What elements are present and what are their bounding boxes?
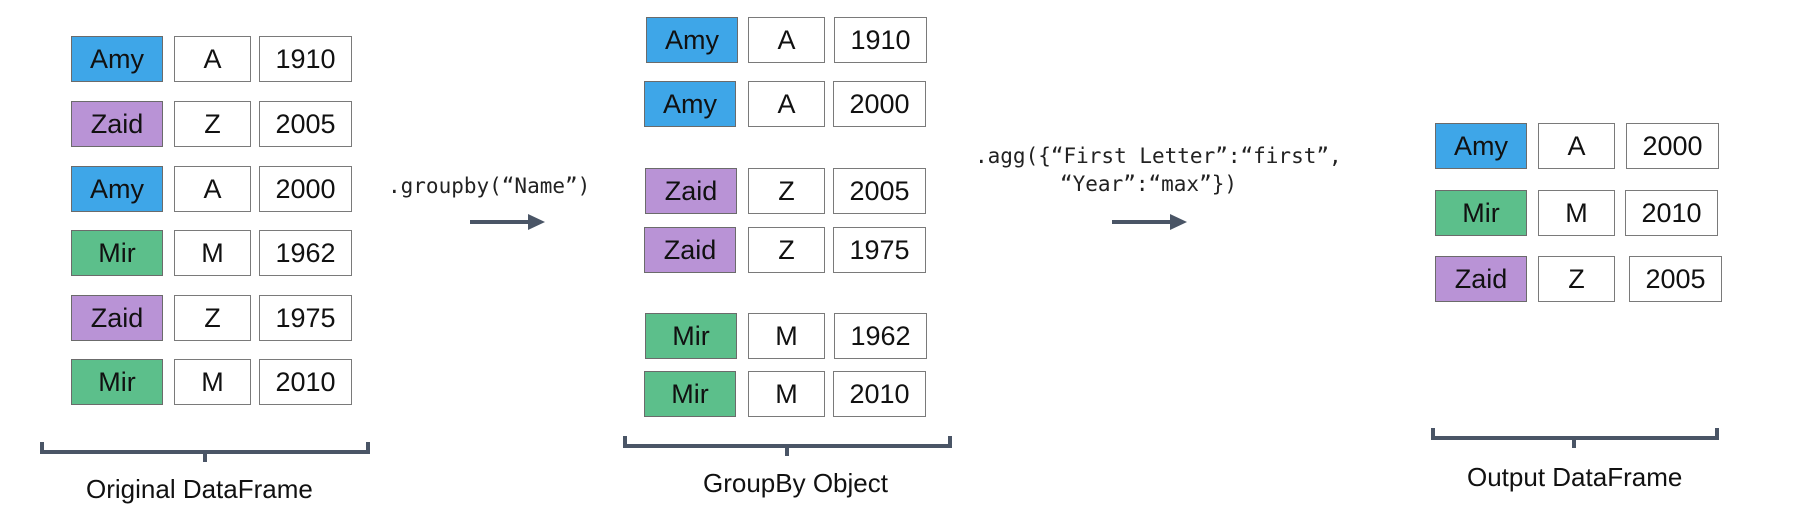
- output-row-3-name-cell: Zaid: [1435, 256, 1527, 302]
- grouped-row-2-name-cell: Amy: [644, 81, 736, 127]
- grouped-row-5-name-cell: Mir: [645, 313, 737, 359]
- original-row-4-name-cell: Mir: [71, 230, 163, 276]
- original-row-1-letter-cell: A: [174, 36, 251, 82]
- groupby-label: GroupBy Object: [703, 468, 888, 498]
- agg-code-line2: “Year”:“max”}): [1060, 172, 1238, 196]
- original-row-4-year-cell: 1962: [259, 230, 352, 276]
- arrow-agg: [1112, 214, 1187, 230]
- output-row-1-name-cell: Amy: [1435, 123, 1527, 169]
- output-row-3-letter-cell: Z: [1538, 256, 1615, 302]
- original-row-1-year-cell: 1910: [259, 36, 352, 82]
- arrow-groupby: [470, 214, 545, 230]
- original-row-6-name-cell: Mir: [71, 359, 163, 405]
- bracket-original: [40, 442, 370, 462]
- original-row-6-year-cell: 2010: [259, 359, 352, 405]
- output-row-2-name-cell: Mir: [1435, 190, 1527, 236]
- grouped-row-6-name-cell: Mir: [644, 371, 736, 417]
- original-row-3-name-cell: Amy: [71, 166, 163, 212]
- grouped-row-5-letter-cell: M: [748, 313, 825, 359]
- original-row-5-name-cell: Zaid: [71, 295, 163, 341]
- grouped-row-1-name-cell: Amy: [646, 17, 738, 63]
- bracket-groupby: [623, 436, 952, 456]
- groupby-code: .groupby(“Name”): [388, 174, 591, 198]
- grouped-row-3-letter-cell: Z: [748, 168, 825, 214]
- grouped-row-6-year-cell: 2010: [833, 371, 926, 417]
- grouped-row-6-letter-cell: M: [748, 371, 825, 417]
- output-label: Output DataFrame: [1467, 462, 1683, 492]
- grouped-row-1-letter-cell: A: [748, 17, 825, 63]
- output-row-1-letter-cell: A: [1538, 123, 1615, 169]
- grouped-row-4-year-cell: 1975: [833, 227, 926, 273]
- bracket-output: [1431, 428, 1719, 448]
- grouped-row-2-letter-cell: A: [748, 81, 825, 127]
- grouped-row-3-name-cell: Zaid: [645, 168, 737, 214]
- original-row-1-name-cell: Amy: [71, 36, 163, 82]
- original-row-2-letter-cell: Z: [174, 101, 251, 147]
- output-row-3-year-cell: 2005: [1629, 256, 1722, 302]
- output-row-2-year-cell: 2010: [1625, 190, 1718, 236]
- original-row-5-year-cell: 1975: [259, 295, 352, 341]
- original-row-2-name-cell: Zaid: [71, 101, 163, 147]
- output-row-2-letter-cell: M: [1538, 190, 1615, 236]
- grouped-row-4-letter-cell: Z: [748, 227, 825, 273]
- grouped-row-5-year-cell: 1962: [834, 313, 927, 359]
- original-row-6-letter-cell: M: [174, 359, 251, 405]
- output-row-1-year-cell: 2000: [1626, 123, 1719, 169]
- original-row-3-year-cell: 2000: [259, 166, 352, 212]
- original-label: Original DataFrame: [86, 474, 313, 504]
- original-row-5-letter-cell: Z: [174, 295, 251, 341]
- grouped-row-2-year-cell: 2000: [833, 81, 926, 127]
- grouped-row-1-year-cell: 1910: [834, 17, 927, 63]
- original-row-3-letter-cell: A: [174, 166, 251, 212]
- grouped-row-4-name-cell: Zaid: [644, 227, 736, 273]
- grouped-row-3-year-cell: 2005: [833, 168, 926, 214]
- agg-code-line1: .agg({“First Letter”:“first”,: [975, 144, 1342, 168]
- original-row-4-letter-cell: M: [174, 230, 251, 276]
- original-row-2-year-cell: 2005: [259, 101, 352, 147]
